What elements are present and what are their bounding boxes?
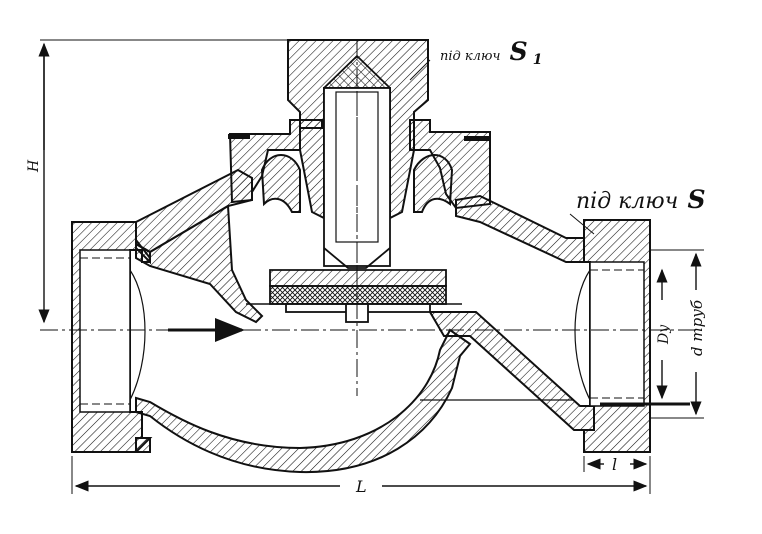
disc-seal <box>269 285 447 305</box>
center-lines <box>40 40 700 396</box>
valve-body <box>71 39 651 474</box>
dim-pipe-label: d труб <box>688 299 706 356</box>
dim-length-label: L <box>355 477 367 496</box>
dim-thread-len-label: l <box>612 455 617 474</box>
disc-holder <box>269 269 447 287</box>
disc-assembly <box>246 269 462 323</box>
dimension-lines <box>38 39 704 494</box>
thread-lines <box>80 92 644 405</box>
right-outlet-bore <box>589 261 645 407</box>
wrench-top-label: під ключ S 1 <box>440 37 542 68</box>
dim-nominal-label: Dу <box>656 324 672 345</box>
lower-bowl <box>135 328 472 474</box>
flow-passage <box>129 269 591 401</box>
wrench-side-label: під ключ S <box>576 185 706 214</box>
dim-height-label: H <box>26 159 42 173</box>
bonnet-gaskets <box>228 134 490 141</box>
